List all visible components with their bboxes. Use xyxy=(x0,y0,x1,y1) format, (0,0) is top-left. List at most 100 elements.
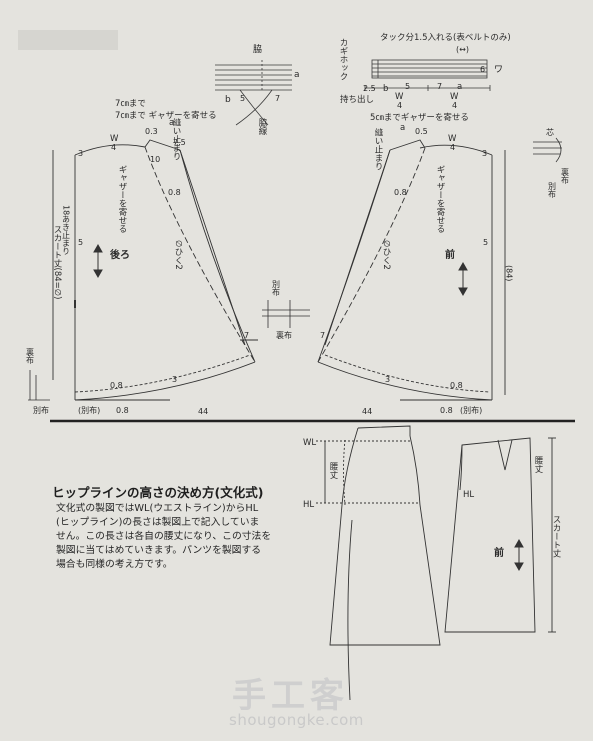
back-num3b: 3 xyxy=(172,375,177,384)
back-panel-shape xyxy=(52,139,258,401)
body-line-2: (ヒップライン)の長さは製図上で記入していま xyxy=(56,517,260,528)
front-panel-shape xyxy=(317,139,506,401)
back-opening: 18あき止まり xyxy=(62,205,71,255)
tr-w-right: W xyxy=(450,92,459,102)
front-pull-note: ∅ひく2 xyxy=(381,240,391,270)
back-num44: 44 xyxy=(198,407,208,416)
tr-b-label: b xyxy=(383,84,388,94)
front-num44: 44 xyxy=(362,407,372,416)
watermark-url: shougongke.com xyxy=(229,711,364,729)
back-grain-arrow xyxy=(93,243,103,279)
body-line-5: 場合も同様の考え方です。 xyxy=(56,559,173,570)
tr-extend-label: 持ち出し xyxy=(340,94,374,105)
lower-right-pattern xyxy=(444,437,556,633)
front-gather-note: 5㎝までギャザーを寄せる xyxy=(370,112,469,123)
tr-num7: 7 xyxy=(437,82,442,91)
front-num08b: 0.8 xyxy=(450,381,463,390)
hipline-heading: ヒップラインの高さの決め方(文化式) xyxy=(52,485,264,500)
tl-side-label: 脇 xyxy=(253,44,262,55)
lower-right-hl: HL xyxy=(463,490,474,500)
front-stitch-stop: 縫い止まり xyxy=(373,127,383,170)
back-num10: 10 xyxy=(150,155,160,164)
back-gather-vertical: ギャザーを寄せる xyxy=(117,165,127,233)
lower-wl-label: WL xyxy=(303,438,316,448)
back-pull-note: ∅ひく2 xyxy=(173,240,183,270)
body-line-3: せん。この長さは各自の腰丈になり、この寸法を xyxy=(56,531,272,542)
tr-w-left-div: 4 xyxy=(397,101,402,110)
tr-num25: 2.5 xyxy=(363,84,376,93)
tr-fold-mark: ワ xyxy=(494,65,503,75)
back-num75: 7.5 xyxy=(173,138,186,147)
back-label: 後ろ xyxy=(110,248,130,261)
middle-betsu: 別布 xyxy=(272,280,281,297)
corner-mark xyxy=(18,30,118,50)
front-num3b: 3 xyxy=(385,375,390,384)
top-left-belt-diagram xyxy=(215,60,292,126)
tr-a-label: a xyxy=(457,82,462,92)
body-line-4: 製図に当てはめていきます。パンツを製図する xyxy=(56,545,262,556)
front-w-label: W xyxy=(448,134,457,144)
front-num05: 0.5 xyxy=(415,127,428,136)
middle-ura: 裏布 xyxy=(276,330,292,340)
back-num08b: 0.8 xyxy=(110,381,123,390)
tr-w-right-div: 4 xyxy=(452,101,457,110)
front-num08a: 0.8 xyxy=(394,188,407,197)
front-gather-vertical: ギャザーを寄せる xyxy=(435,165,445,233)
front-right-betsu: 別布 xyxy=(548,182,557,199)
tr-tuck-arrow: (↔) xyxy=(456,45,469,54)
lower-waist-length: 腰丈 xyxy=(328,462,338,480)
tr-w-left: W xyxy=(395,92,404,102)
back-betsununo: (別布) xyxy=(78,405,100,415)
front-right-detail xyxy=(533,137,562,163)
tl-num7: 7 xyxy=(275,94,280,103)
back-side-fabric: 裏布 xyxy=(26,347,35,365)
front-right-ura: 裏布 xyxy=(561,167,570,185)
tr-num6: 6 xyxy=(480,65,485,74)
front-a-label: a xyxy=(400,123,405,133)
lower-right-arrow xyxy=(514,538,524,572)
tl-num5: 5 xyxy=(240,94,245,103)
back-num03: 0.3 xyxy=(145,127,158,136)
front-num08c: 0.8 xyxy=(440,406,453,415)
tr-tuck-note: タック分1.5入れる(表ベルトのみ) xyxy=(380,32,511,43)
watermark-logo: 手工客 xyxy=(232,676,349,716)
tl-side-line-label: 脇線 xyxy=(257,118,267,135)
back-stitch-stop: 縫い止まり xyxy=(171,117,181,160)
lower-right-waist-length: 腰丈 xyxy=(533,456,543,474)
back-side-detail xyxy=(28,370,50,401)
tl-a-label: a xyxy=(294,70,300,80)
back-num5: 5 xyxy=(78,238,83,247)
front-num84: (84) xyxy=(505,265,514,281)
tl-b-label: b xyxy=(225,95,231,105)
front-num3: 3 xyxy=(482,149,487,158)
front-grain-arrow xyxy=(458,261,468,297)
back-w-div: 4 xyxy=(111,143,116,152)
tr-num5: 5 xyxy=(405,82,410,91)
tr-hook-label: カギホック xyxy=(338,38,348,81)
back-skirt-length: スカート丈(84=∅) xyxy=(52,225,62,299)
hipline-body: 文化式の製図ではWL(ウエストライン)からHL (ヒップライン)の長さは製図上で… xyxy=(56,502,288,572)
back-num3: 3 xyxy=(78,149,83,158)
front-right-core: 芯 xyxy=(546,127,555,136)
back-gather-note-1: 7㎝まで xyxy=(115,99,146,109)
back-num7: 7 xyxy=(244,331,249,340)
front-label: 前 xyxy=(445,248,455,261)
front-betsununo: (別布) xyxy=(460,405,482,415)
back-w-label: W xyxy=(110,134,119,144)
lower-right-skirt-length: スカート丈 xyxy=(551,515,561,558)
back-a-label: a xyxy=(169,118,174,128)
back-side-fabric2: 別布 xyxy=(33,405,49,415)
middle-detail xyxy=(262,300,310,328)
front-num5: 5 xyxy=(483,238,488,247)
back-num08c: 0.8 xyxy=(116,406,129,415)
front-num7: 7 xyxy=(320,331,325,340)
lower-hl-label: HL xyxy=(303,500,314,510)
lower-left-skirt xyxy=(316,425,441,701)
back-gather-note: 7㎝まで ギャザーを寄せる xyxy=(115,110,217,121)
body-line-1: 文化式の製図ではWL(ウエストライン)からHL xyxy=(56,503,259,514)
top-right-belt-diagram xyxy=(364,59,491,91)
lower-right-front: 前 xyxy=(494,546,504,559)
front-w-div: 4 xyxy=(450,143,455,152)
back-num08a: 0.8 xyxy=(168,188,181,197)
